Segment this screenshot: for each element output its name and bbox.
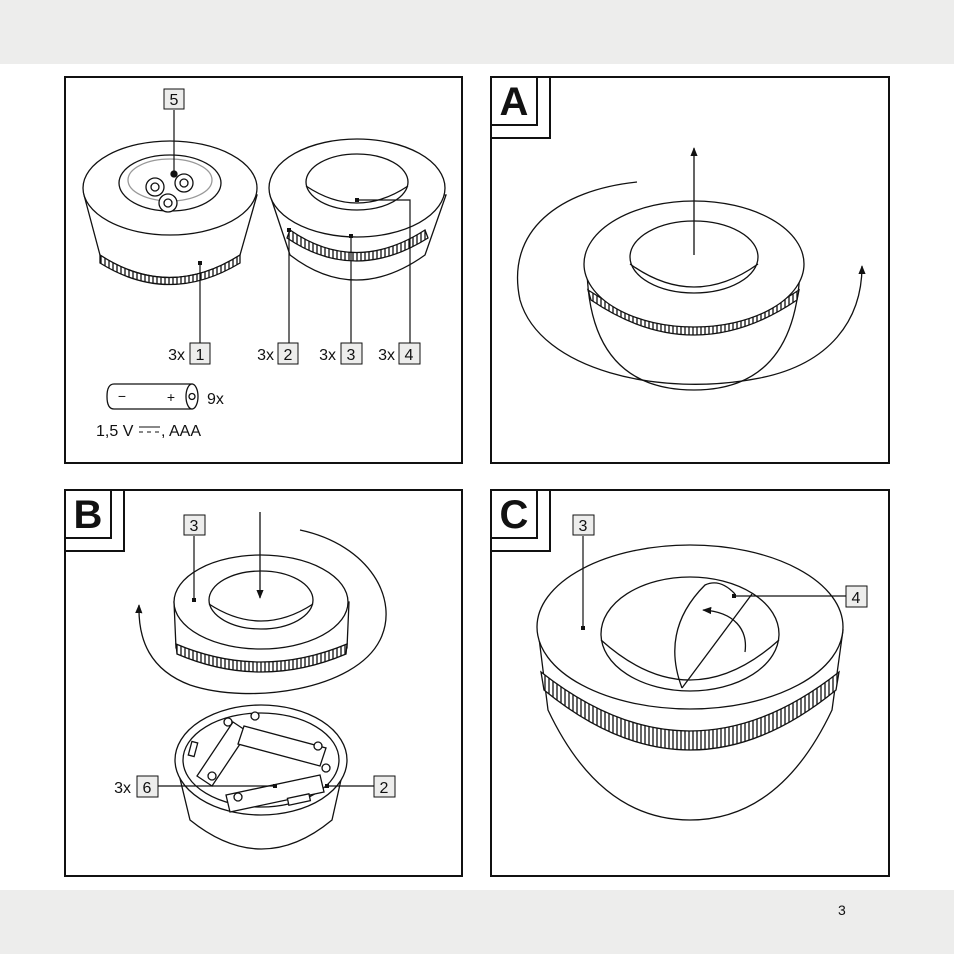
- quantity-1: 3x: [168, 347, 185, 364]
- panel-c-label: C: [500, 493, 529, 537]
- panel-overview: 5 1 2 3 4 3x 3x 3x 3x − + 9x 1,5 V , AAA: [64, 76, 463, 464]
- panel-b-callout-2: 2: [380, 780, 389, 797]
- quantity-2: 3x: [257, 347, 274, 364]
- battery-count: 9x: [207, 391, 224, 408]
- quantity-3: 3x: [319, 347, 336, 364]
- callout-4: 4: [405, 347, 414, 364]
- lamp-rotate-illustration: [583, 200, 805, 391]
- lamp-closed-illustration: [268, 138, 447, 281]
- callout-5: 5: [170, 92, 179, 109]
- panel-b-callout-3: 3: [190, 518, 199, 535]
- battery-plus-label: +: [167, 389, 175, 405]
- dc-symbol-icon: [139, 426, 160, 433]
- battery-spec-type: , AAA: [161, 423, 201, 440]
- panel-c-callout-3: 3: [579, 518, 588, 535]
- lamp-open-illustration: [82, 140, 258, 286]
- battery-compartment-illustration: [174, 704, 348, 850]
- panel-a-label: A: [500, 80, 529, 124]
- battery-minus-label: −: [118, 388, 126, 404]
- panel-c: C 3 4: [490, 489, 890, 877]
- battery-icon: [106, 383, 199, 410]
- lamp-switch-illustration: [536, 544, 844, 821]
- panel-b-label: B: [74, 493, 103, 537]
- panel-b-label-tab: [64, 489, 125, 552]
- page-number: 3: [838, 902, 846, 918]
- panel-b-quantity-6: 3x: [114, 780, 131, 797]
- panel-a: A: [490, 76, 890, 464]
- bottom-band: [0, 890, 954, 954]
- callout-3: 3: [347, 347, 356, 364]
- top-band: [0, 0, 954, 64]
- panel-c-callout-4: 4: [852, 590, 861, 607]
- callout-2: 2: [284, 347, 293, 364]
- panel-c-label-tab: [490, 489, 551, 552]
- battery-spec-voltage: 1,5 V: [96, 423, 134, 440]
- quantity-4: 3x: [378, 347, 395, 364]
- callout-1: 1: [196, 347, 205, 364]
- panel-b: B: [64, 489, 463, 877]
- cover-illustration: [173, 554, 350, 673]
- panel-a-label-tab: [490, 76, 551, 139]
- panel-b-callout-6: 6: [143, 780, 152, 797]
